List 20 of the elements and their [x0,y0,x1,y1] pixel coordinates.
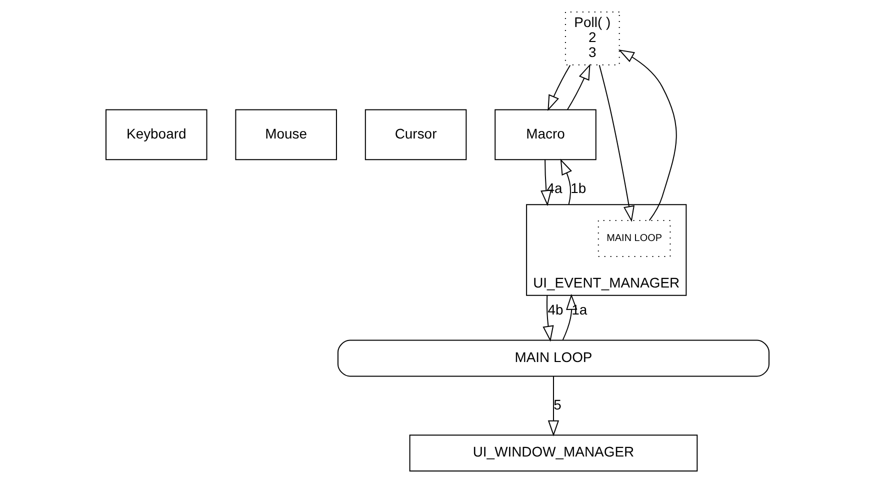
arrow [562,294,578,340]
node-box: Cursor [364,109,467,160]
node-box: UI_WINDOW_MANAGER [409,434,698,472]
edge-label: 4b [548,302,564,318]
node-box: Macro [494,109,596,160]
arrow [560,158,572,206]
node-box: MAIN LOOP [598,220,671,257]
arrow [540,159,552,206]
node-box: Mouse [235,109,337,160]
arrow [566,64,590,110]
arrow [598,64,635,222]
arrow [548,64,571,112]
arrow [618,49,677,221]
node-box: Poll( ) 2 3 [564,12,620,66]
node-box: MAIN LOOP [337,340,770,377]
node-box: Keyboard [106,109,208,160]
arrow [542,294,554,342]
arrow [548,376,560,436]
edge-label: 5 [554,396,562,412]
edge-label: 1b [570,180,586,196]
